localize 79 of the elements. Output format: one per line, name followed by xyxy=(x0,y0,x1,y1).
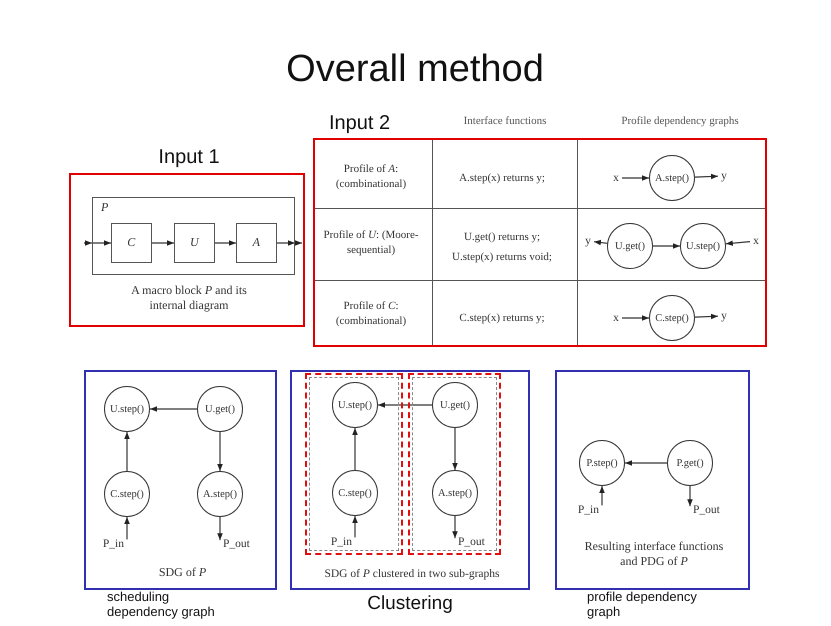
function-circle: U.step() xyxy=(104,386,150,432)
arrow xyxy=(124,517,130,540)
block-label: P xyxy=(101,200,110,215)
port-label: y xyxy=(582,234,594,248)
component-block: A xyxy=(236,222,277,263)
table-cell-text: C.step(x) returns y; xyxy=(458,311,546,326)
port-label: x xyxy=(610,311,622,325)
arrow xyxy=(625,460,667,466)
function-circle: U.get() xyxy=(432,382,478,428)
table-cell-text: Profile of C: (combinational) xyxy=(334,299,408,329)
arrow xyxy=(622,315,649,321)
column-header: Profile dependency graphs xyxy=(620,114,740,129)
cluster-outline xyxy=(305,373,403,555)
port-label: P_in xyxy=(322,535,355,551)
component-block: C xyxy=(110,222,152,263)
table-cell-text: Profile of A: (combinational) xyxy=(334,162,408,192)
port-label: P_out xyxy=(220,537,256,553)
arrow xyxy=(599,486,605,506)
port-label: P_in xyxy=(95,537,127,553)
port-label: y xyxy=(718,309,730,323)
arrow xyxy=(687,486,693,506)
arrow xyxy=(352,428,358,470)
table-cell-text: U.get() returns y; xyxy=(462,230,542,245)
slide-title: Overall method xyxy=(285,48,545,91)
macro-block xyxy=(92,197,295,275)
arrow xyxy=(277,240,302,246)
arrow xyxy=(452,428,458,470)
port-label: y xyxy=(718,169,730,183)
function-circle: U.get() xyxy=(197,386,243,432)
arrow xyxy=(217,517,223,540)
diagram-caption: SDG of P clustered in two sub-graphs xyxy=(323,567,501,582)
graph-panel xyxy=(555,370,750,590)
table-cell-text: U.step(x) returns void; xyxy=(451,250,553,265)
diagram-caption: Resulting interface functions and PDG of P xyxy=(584,539,724,569)
graph-panel xyxy=(84,370,277,590)
port-label: P_out xyxy=(455,535,493,551)
function-circle: A.step() xyxy=(197,471,243,517)
arrow xyxy=(726,240,750,246)
arrow xyxy=(84,240,111,246)
arrow xyxy=(622,175,649,181)
graph-caption: Clustering xyxy=(366,593,454,615)
function-circle: U.step() xyxy=(332,382,378,428)
arrow xyxy=(217,432,223,471)
graph-caption: scheduling dependency graph xyxy=(107,590,216,620)
function-circle: C.step() xyxy=(332,470,378,516)
arrow xyxy=(215,240,236,246)
diagram-caption: SDG of P xyxy=(158,565,208,580)
function-circle: U.step() xyxy=(680,223,726,269)
table-cell-text: Profile of U: (Moore-sequential) xyxy=(322,228,420,258)
arrow xyxy=(150,406,197,412)
function-circle: A.step() xyxy=(432,470,478,516)
arrow xyxy=(378,402,432,408)
component-block: U xyxy=(174,222,215,263)
column-header: Interface functions xyxy=(462,114,548,129)
function-circle: P.get() xyxy=(667,440,713,486)
arrow xyxy=(694,314,718,320)
graph-caption: profile dependency graph xyxy=(587,590,698,620)
diagram-caption: A macro block P and its internal diagram xyxy=(130,283,248,313)
arrow xyxy=(452,516,458,538)
function-circle: C.step() xyxy=(649,295,695,341)
function-circle: U.get() xyxy=(607,223,653,269)
arrow xyxy=(352,516,358,538)
panel-heading: Input 2 xyxy=(329,111,392,136)
panel-heading: Input 1 xyxy=(157,145,221,170)
port-label: P_in xyxy=(570,503,602,519)
arrow xyxy=(694,174,718,180)
function-circle: A.step() xyxy=(649,155,695,201)
function-circle: C.step() xyxy=(104,471,150,517)
cluster-outline xyxy=(408,373,501,555)
arrow xyxy=(594,240,608,246)
graph-panel xyxy=(290,370,530,590)
function-circle: P.step() xyxy=(579,440,625,486)
port-label: P_out xyxy=(690,503,728,519)
port-label: x xyxy=(750,234,762,248)
port-label: x xyxy=(610,171,622,185)
arrow xyxy=(653,243,680,249)
table-cell-text: A.step(x) returns y; xyxy=(458,171,546,186)
arrow xyxy=(124,432,130,471)
arrow xyxy=(152,240,174,246)
